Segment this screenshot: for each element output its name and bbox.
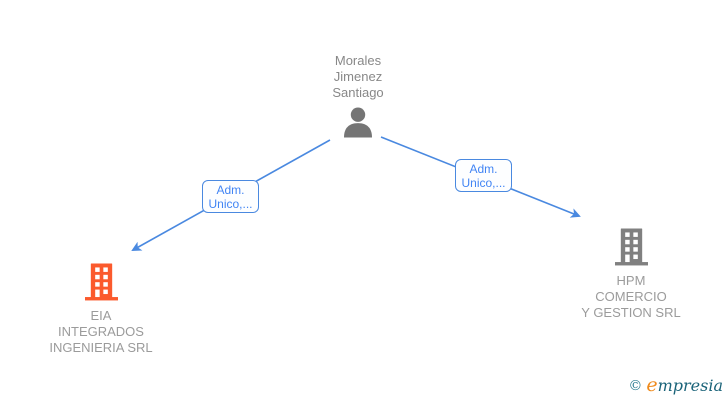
company-node-eia[interactable]: EIA INTEGRADOS INGENIERIA SRL [39, 263, 163, 356]
edge-label-adm-unico-right[interactable]: Adm. Unico,... [455, 159, 512, 192]
building-icon[interactable] [614, 228, 648, 266]
company-name-eia[interactable]: EIA INTEGRADOS INGENIERIA SRL [49, 308, 153, 355]
brand-letter-e: e [646, 374, 658, 396]
person-icon[interactable] [343, 106, 373, 139]
person-name[interactable]: Morales Jimenez Santiago [332, 53, 384, 100]
building-icon[interactable] [84, 263, 118, 301]
brand-wordmark: mpresia [657, 376, 723, 395]
empresia-logo[interactable]: ©empresia [628, 374, 723, 396]
company-node-hpm[interactable]: HPM COMERCIO Y GESTION SRL [569, 228, 693, 321]
edge-label-adm-unico-left[interactable]: Adm. Unico,... [202, 180, 259, 213]
company-name-hpm[interactable]: HPM COMERCIO Y GESTION SRL [581, 273, 681, 320]
person-node[interactable]: Morales Jimenez Santiago [305, 53, 411, 144]
copyright-icon: © [628, 378, 643, 394]
